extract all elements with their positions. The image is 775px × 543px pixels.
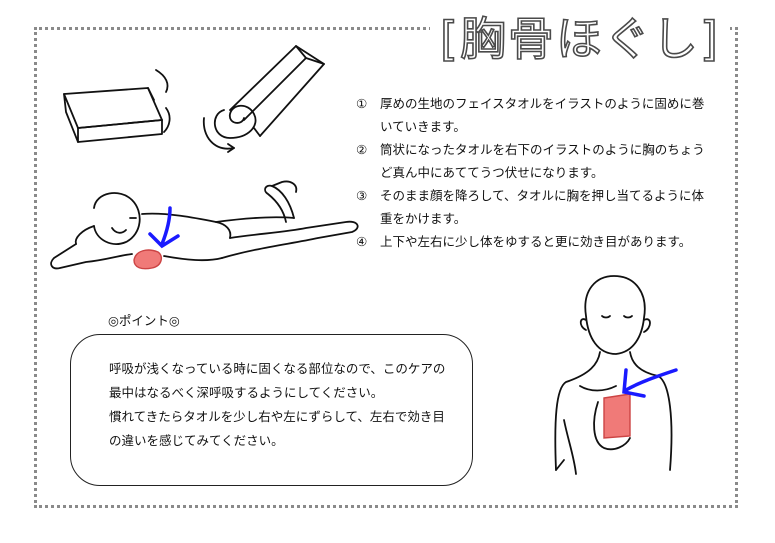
step-number: ④ <box>356 234 368 249</box>
blue-arrow-standing <box>622 368 678 398</box>
step-number: ① <box>356 96 368 111</box>
rolled-towel-illustration <box>202 45 325 153</box>
point-paragraph-2: 慣れてきたらタオルを少し右や左にずらして、左右で効き目の違いを感じてみてください… <box>109 409 445 448</box>
towel-under-chest <box>133 249 163 270</box>
page-title: [胸骨ほぐし] <box>430 8 730 70</box>
point-paragraph-1: 呼吸が浅くなっている時に固くなる部位なので、このケアの最中はなるべく深呼吸するよ… <box>109 361 446 400</box>
step-text: 上下や左右に少し体をゆすると更に効き目があります。 <box>380 234 692 249</box>
step-text: そのまま顔を降ろして、タオルに胸を押し当てるように体重をかけます。 <box>380 188 705 226</box>
step-text: 厚めの生地のフェイスタオルをイラストのように固めに巻いていきます。 <box>380 96 705 134</box>
point-box: 呼吸が浅くなっている時に固くなる部位なので、このケアの最中はなるべく深呼吸するよ… <box>70 334 473 486</box>
step-4: ④ 上下や左右に少し体をゆすると更に効き目があります。 <box>356 230 712 253</box>
step-number: ③ <box>356 188 368 203</box>
upper-body-illustration <box>554 275 678 475</box>
instruction-steps: ① 厚めの生地のフェイスタオルをイラストのように固めに巻いていきます。 ② 筒状… <box>356 92 712 253</box>
step-number: ② <box>356 142 368 157</box>
folded-towel-illustration <box>63 69 171 143</box>
towel-on-chest <box>603 393 631 439</box>
step-2: ② 筒状になったタオルを右下のイラストのように胸のちょうど真ん中にあててうつ伏せ… <box>356 138 712 184</box>
step-3: ③ そのまま顔を降ろして、タオルに胸を押し当てるように体重をかけます。 <box>356 184 712 230</box>
step-1: ① 厚めの生地のフェイスタオルをイラストのように固めに巻いていきます。 <box>356 92 712 138</box>
blue-arrow-lying <box>148 206 180 249</box>
point-heading: ◎ポイント◎ <box>108 313 180 328</box>
lying-person-illustration <box>50 180 359 270</box>
dotted-frame <box>34 27 738 508</box>
step-text: 筒状になったタオルを右下のイラストのように胸のちょうど真ん中にあててうつ伏せにな… <box>380 142 705 180</box>
